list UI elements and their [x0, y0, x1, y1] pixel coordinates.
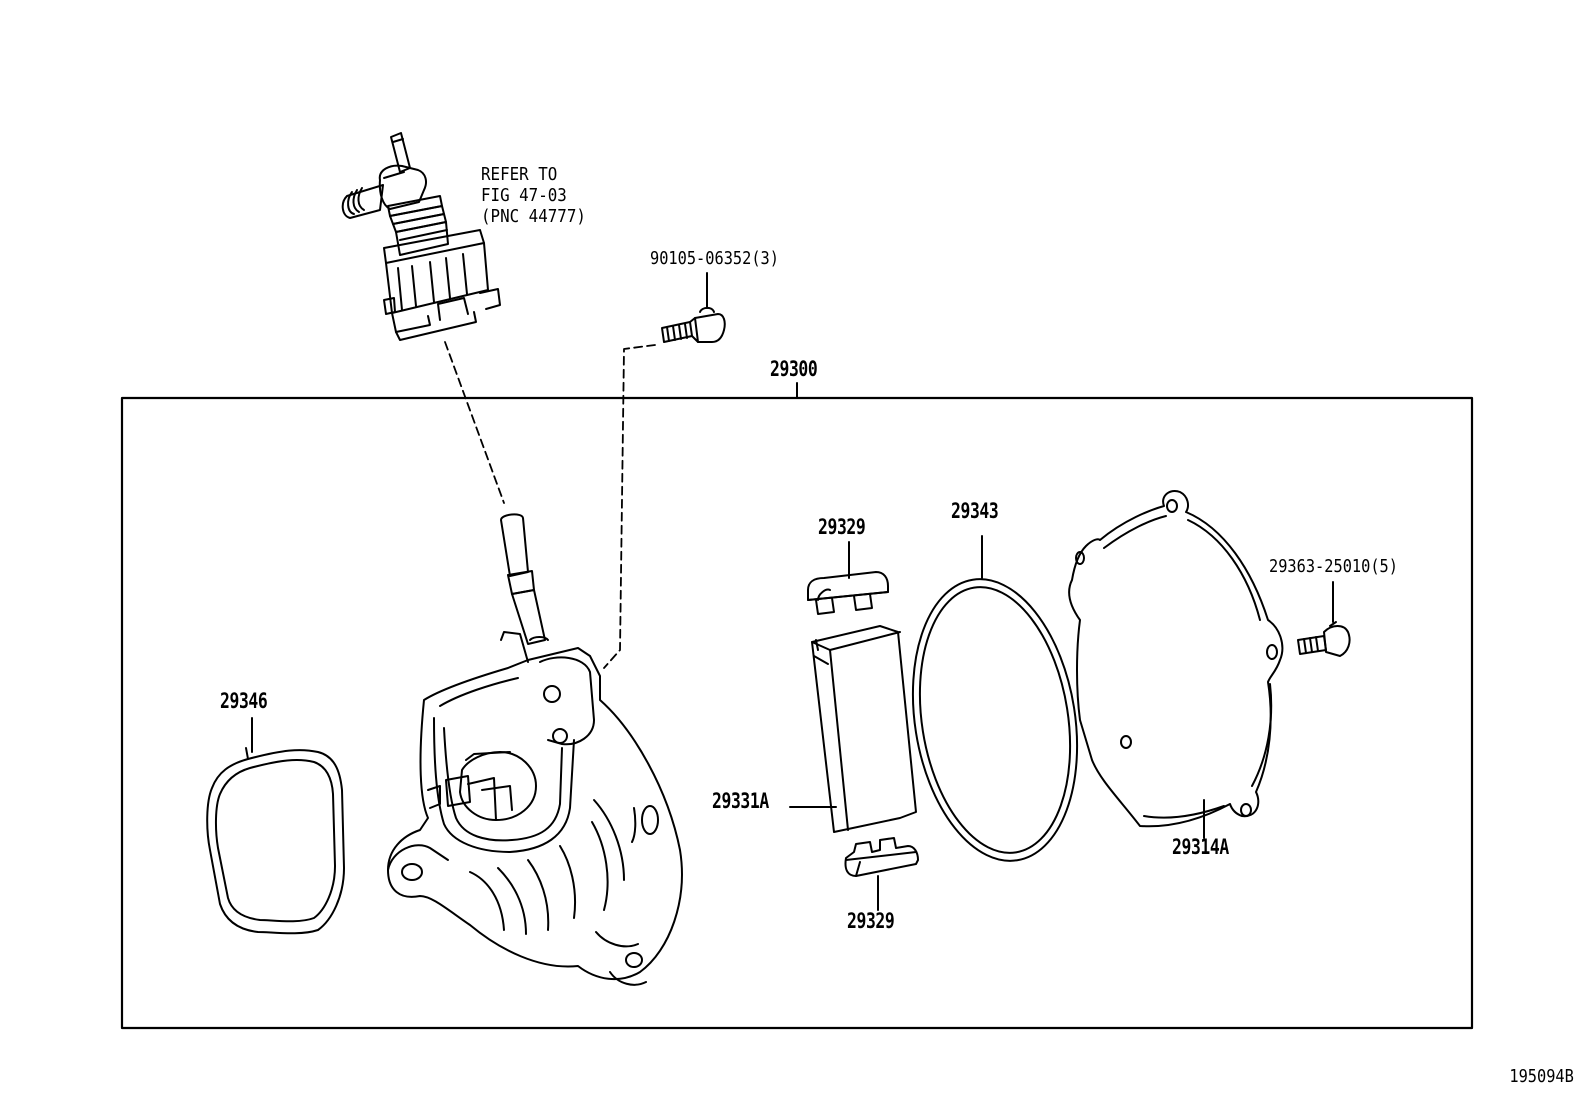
reference-line-3: (PNC 44777) — [481, 206, 586, 227]
vacuum-pump — [387, 513, 683, 986]
label-29329-lower: 29329 — [847, 909, 895, 933]
bolt — [661, 306, 726, 343]
figure-id: 195094B — [1509, 1066, 1574, 1087]
rotor — [811, 625, 917, 833]
label-29363-25010: 29363-25010(5) — [1269, 556, 1398, 577]
assembly-frame — [120, 396, 1474, 1030]
hose-connector — [341, 132, 501, 341]
label-29329-upper: 29329 — [818, 515, 866, 539]
cover — [1068, 490, 1284, 828]
label-29314A: 29314A — [1172, 835, 1229, 859]
bolt-dashed-leader — [603, 344, 656, 669]
cover-screw — [1297, 621, 1351, 657]
connector-dashed-leader — [444, 341, 505, 504]
seal-ring — [206, 747, 345, 935]
reference-line-1: REFER TO — [481, 164, 558, 185]
label-29331A: 29331A — [712, 789, 769, 813]
reference-note: REFER TO FIG 47-03 (PNC 44777) — [481, 164, 586, 227]
reference-line-2: FIG 47-03 — [481, 185, 567, 206]
o-ring — [911, 578, 1079, 862]
label-90105-06352: 90105-06352(3) — [650, 248, 779, 269]
label-29343: 29343 — [951, 499, 999, 523]
vane-lower — [844, 837, 919, 877]
vane-upper — [807, 571, 889, 615]
label-29300: 29300 — [770, 357, 818, 381]
label-29346: 29346 — [220, 689, 268, 713]
